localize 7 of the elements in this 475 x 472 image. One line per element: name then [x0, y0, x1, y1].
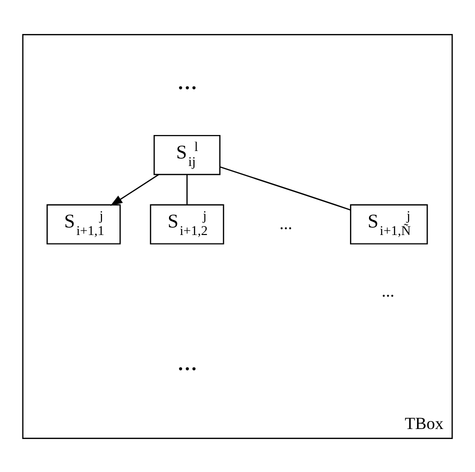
- connector: [220, 166, 351, 210]
- label: ...: [177, 64, 198, 94]
- label: ...: [177, 345, 198, 376]
- connector: [186, 174, 188, 204]
- label: ...: [382, 280, 394, 300]
- arrow: [110, 174, 160, 206]
- label: ...: [279, 213, 292, 232]
